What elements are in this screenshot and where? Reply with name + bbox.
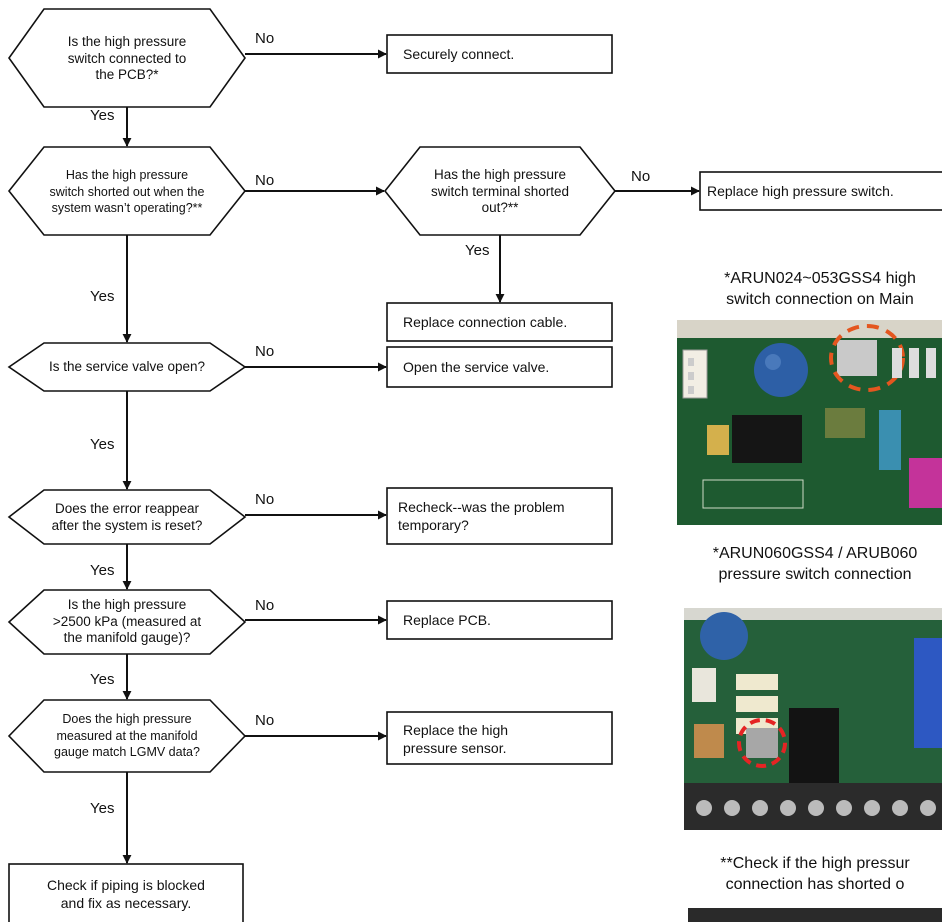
yes-label-6: Yes <box>90 671 115 688</box>
decision-shape-6 <box>7 589 247 655</box>
decision-shape-2 <box>7 146 247 236</box>
yes-label-2: Yes <box>90 288 115 305</box>
action-box-2 <box>699 171 942 211</box>
no-label-1: No <box>255 30 275 47</box>
decision-text-4: Is the service valve open? <box>48 359 206 374</box>
caption-short-check: **Check if the high pressur connection h… <box>720 855 910 893</box>
action-box-3 <box>386 302 613 342</box>
decision-text-2: Has the high pressure switch shorted out… <box>49 168 205 215</box>
decision-text-6: Is the high pressure >2500 kPa (measured… <box>52 597 202 645</box>
action-box-5 <box>386 487 613 545</box>
action-text-6: Replace PCB. <box>403 612 491 628</box>
action-box-1 <box>386 34 613 74</box>
pcb-photo-2 <box>684 608 942 830</box>
no-label-3: No <box>631 168 651 185</box>
no-label-4: No <box>255 343 275 360</box>
caption-pcb-1: *ARUN024~053GSS4 high switch connection … <box>724 270 916 308</box>
no-label-5: No <box>255 491 275 508</box>
action-text-3: Replace connection cable. <box>403 314 568 330</box>
action-box-8 <box>8 863 244 922</box>
decision-text-3: Has the high pressure switch terminal sh… <box>430 167 570 215</box>
decision-text-1: Is the high pressure switch connected to… <box>67 34 187 82</box>
pcb-photo-1 <box>677 320 942 525</box>
yes-label-7: Yes <box>90 800 115 817</box>
no-label-6: No <box>255 597 275 614</box>
no-label-7: No <box>255 712 275 729</box>
action-text-4: Open the service valve. <box>403 359 550 375</box>
yes-label-1: Yes <box>90 107 115 124</box>
decision-shape-7 <box>7 699 247 773</box>
decision-shape-4 <box>7 342 247 392</box>
decision-shape-5 <box>7 489 247 545</box>
action-box-6 <box>386 600 613 640</box>
yes-label-4: Yes <box>90 436 115 453</box>
decision-shape-1 <box>8 8 246 108</box>
connector-photo-3 <box>688 908 942 922</box>
no-label-2: No <box>255 172 275 189</box>
yes-label-3: Yes <box>465 242 490 259</box>
action-box-7 <box>386 711 613 765</box>
action-text-7: Replace the high pressure sensor. <box>403 722 509 756</box>
action-text-8: Check if piping is blocked and fix as ne… <box>47 877 205 911</box>
decision-text-5: Does the error reappear after the system… <box>51 501 203 533</box>
action-box-4 <box>386 346 613 388</box>
decision-text-7: Does the high pressure measured at the m… <box>54 712 200 759</box>
caption-pcb-2: *ARUN060GSS4 / ARUB060 pressure switch c… <box>712 545 918 583</box>
action-text-5: Recheck--was the problem temporary? <box>398 499 565 533</box>
action-text-2: Replace high pressure switch. <box>707 183 894 199</box>
action-text-1: Securely connect. <box>403 46 515 62</box>
decision-shape-3 <box>383 146 617 236</box>
yes-label-5: Yes <box>90 562 115 579</box>
